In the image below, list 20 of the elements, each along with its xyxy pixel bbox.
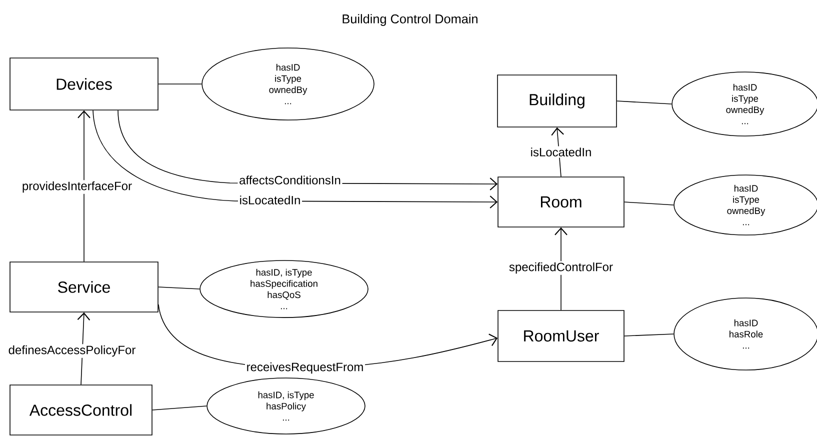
edge-label: specifiedControlFor bbox=[508, 261, 614, 275]
entity-box: Room bbox=[498, 176, 624, 228]
entity-box: AccessControl bbox=[10, 384, 152, 436]
edge-label: providesInterfaceFor bbox=[20, 180, 134, 194]
edge-label: isLocatedIn bbox=[238, 194, 302, 206]
edge-label: receivesRequestFrom bbox=[244, 361, 366, 375]
edge-label: affectsConditionsIn bbox=[238, 174, 342, 186]
connector-line bbox=[158, 286, 200, 290]
connector-line bbox=[616, 100, 672, 104]
entity-box: Devices bbox=[10, 58, 158, 110]
arrow bbox=[78, 110, 90, 262]
edge-label: isLocatedIn bbox=[528, 146, 594, 158]
entity-box: RoomUser bbox=[498, 310, 624, 362]
edge-label: definesAccessPolicyFor bbox=[6, 344, 138, 358]
entity-box: Service bbox=[10, 262, 158, 312]
connector-line bbox=[152, 406, 208, 410]
connector-line bbox=[624, 202, 674, 206]
connector-line bbox=[624, 334, 674, 336]
entity-box: Building bbox=[497, 74, 617, 128]
title: Building Control Domain bbox=[342, 14, 478, 26]
